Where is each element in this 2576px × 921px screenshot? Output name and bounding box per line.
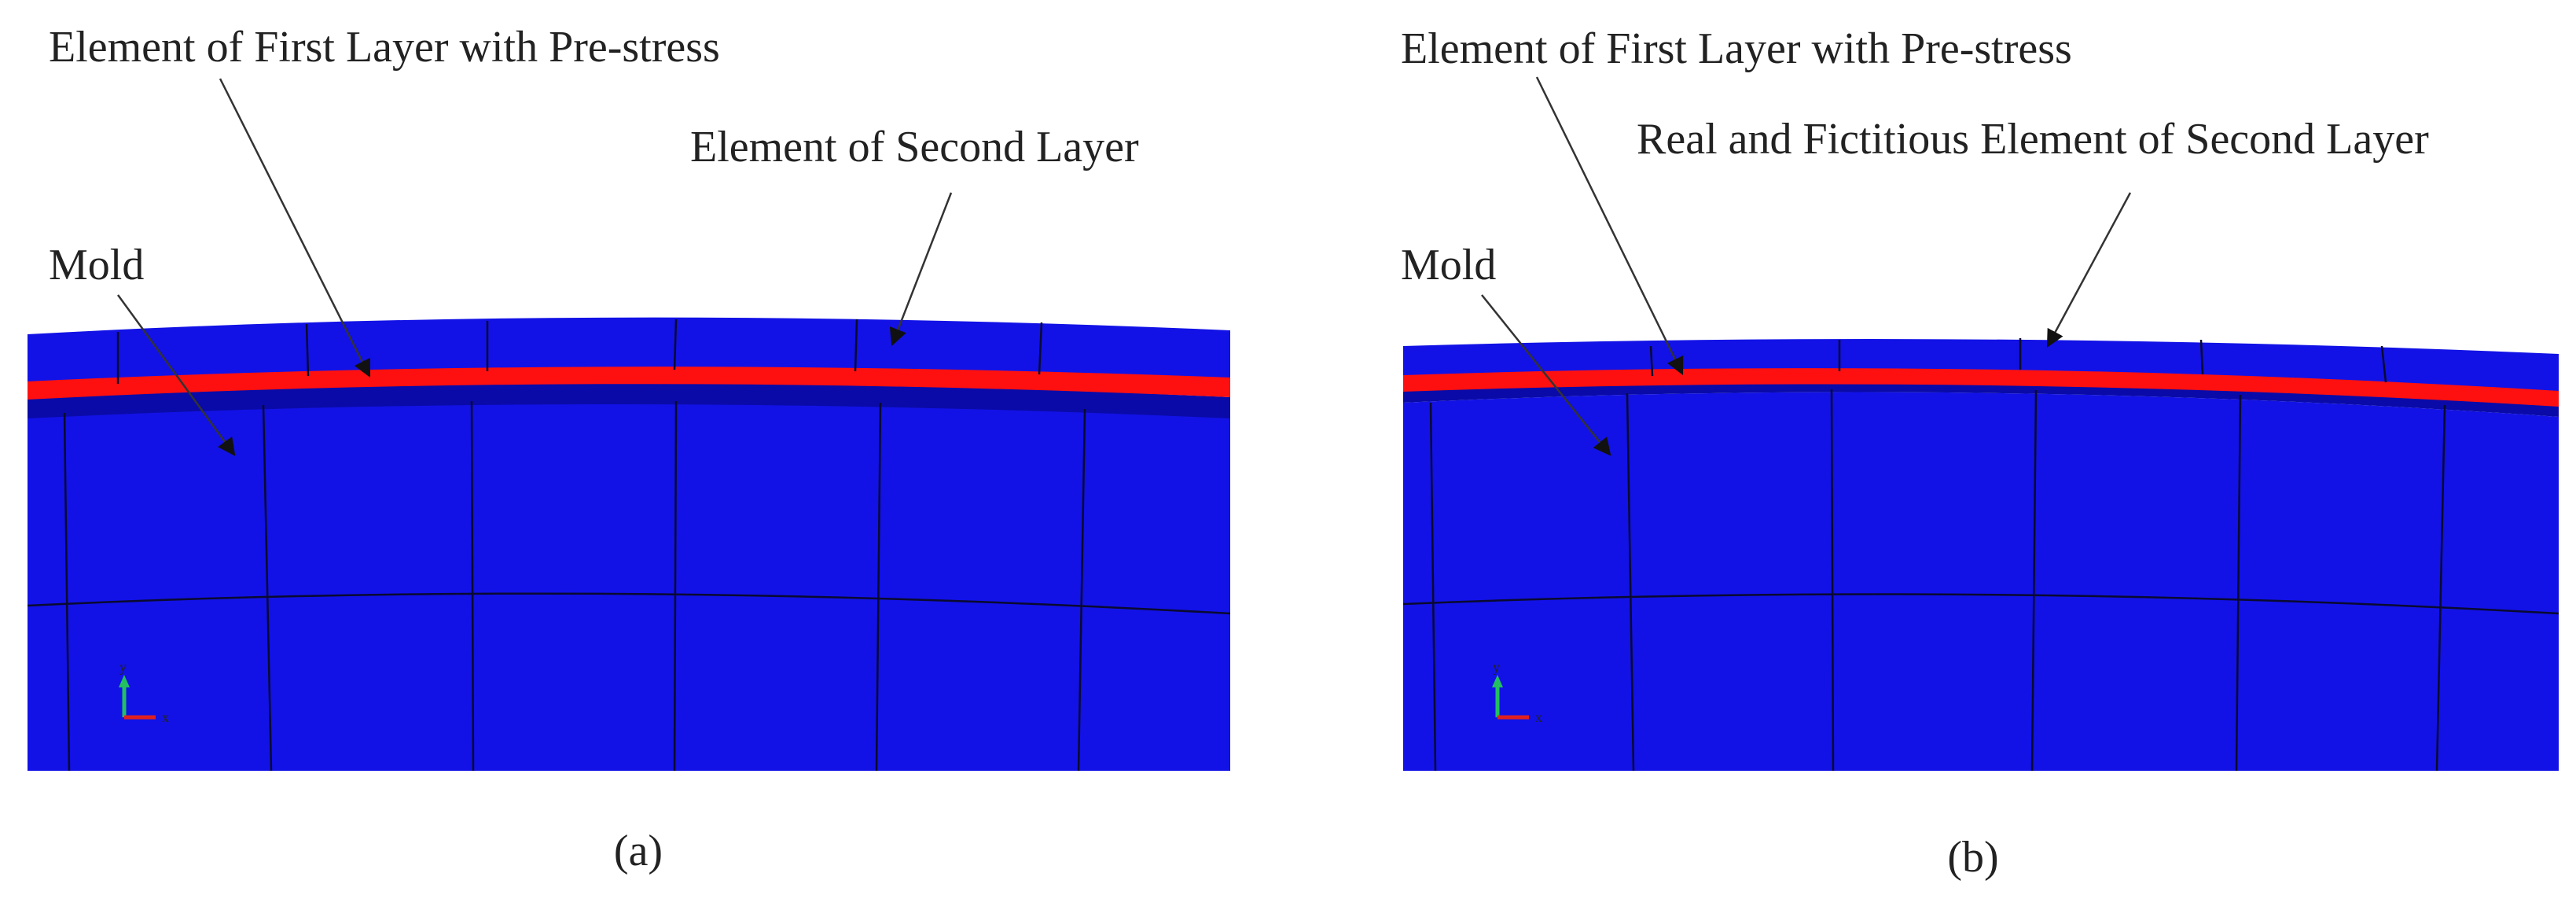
triad-x-label: x: [162, 709, 169, 725]
caption-b: (b): [1947, 833, 1998, 882]
triad-x-label: x: [1535, 709, 1542, 725]
mesh-lines: [1402, 338, 2559, 772]
label-mold: Mold: [49, 241, 144, 289]
second-layer-band: [28, 317, 1230, 381]
arrow-second-layer: [889, 192, 953, 347]
arrow-second-layer: [2046, 192, 2132, 348]
coordinate-triad: y x: [119, 659, 169, 725]
arrow-mold: [1481, 294, 1611, 456]
label-second-layer: Real and Fictitious Element of Second La…: [1637, 115, 2429, 164]
label-arrows: [116, 78, 953, 456]
caption-a: (a): [614, 827, 663, 875]
mold-body: [1403, 392, 2559, 771]
second-layer-band: [1403, 339, 2559, 391]
arrow-mold: [116, 294, 236, 456]
first-layer-band: [28, 365, 1230, 400]
panel-b: Element of First Layer with Pre-stress R…: [1401, 24, 2559, 882]
panel-a: Element of First Layer with Pre-stress E…: [27, 23, 1231, 875]
mesh-lines: [27, 319, 1231, 772]
label-mold: Mold: [1401, 241, 1496, 289]
label-first-layer: Element of First Layer with Pre-stress: [49, 23, 720, 72]
label-second-layer: Element of Second Layer: [690, 123, 1139, 171]
arrow-first-layer: [219, 78, 371, 378]
mold-top-strip: [28, 382, 1230, 418]
triad-y-label: y: [1493, 659, 1500, 675]
mold-body: [28, 400, 1230, 771]
triad-y-label: y: [119, 659, 127, 675]
arrow-first-layer: [1535, 76, 1684, 376]
coordinate-triad: y x: [1492, 659, 1542, 725]
label-arrows: [1481, 76, 2132, 456]
label-first-layer: Element of First Layer with Pre-stress: [1401, 24, 2072, 73]
